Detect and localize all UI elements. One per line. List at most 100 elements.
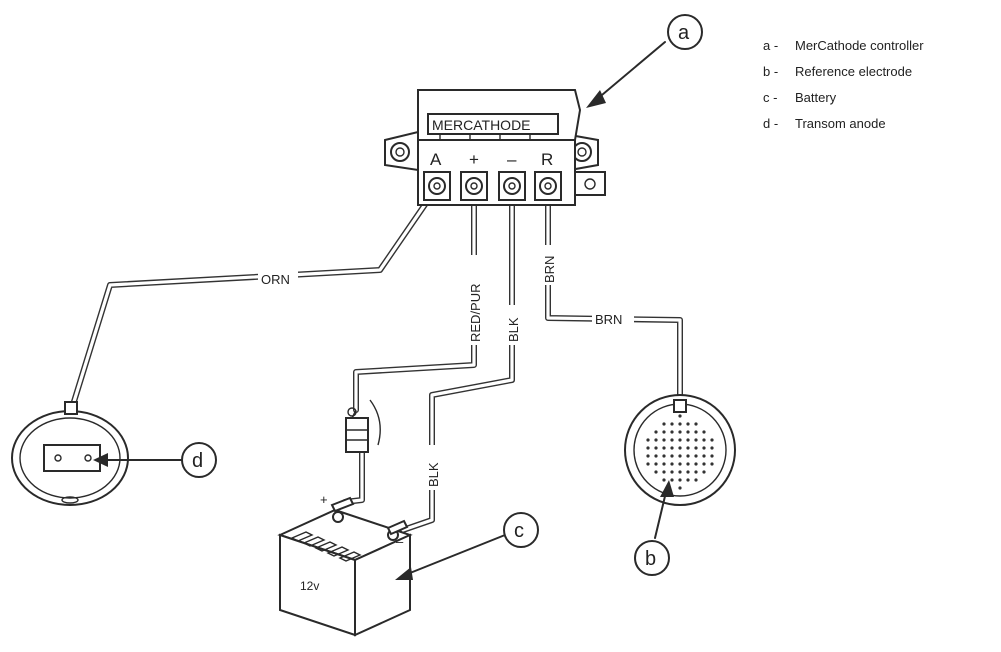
- electrode-dot: [654, 470, 658, 474]
- electrode-dot: [654, 462, 658, 466]
- electrode-dot: [646, 438, 650, 442]
- electrode-dot: [670, 478, 674, 482]
- electrode-dot: [694, 470, 698, 474]
- electrode-dot: [670, 470, 674, 474]
- electrode-dot: [678, 446, 682, 450]
- electrode-dot: [670, 430, 674, 434]
- electrode-dot: [662, 422, 666, 426]
- wire-label-red-pur: RED/PUR: [468, 283, 483, 342]
- wire-label-orn: ORN: [261, 272, 290, 287]
- electrode-dot: [694, 478, 698, 482]
- electrode-dot: [686, 478, 690, 482]
- electrode-dot: [702, 470, 706, 474]
- battery-voltage-label: 12v: [300, 579, 319, 593]
- electrode-dot: [678, 486, 682, 490]
- battery-negative-label: –: [396, 534, 404, 549]
- terminal-label-r: R: [541, 150, 553, 169]
- callout-a-label: a: [678, 22, 690, 44]
- wire-brn: [545, 197, 683, 408]
- terminal-label-a: A: [430, 150, 442, 169]
- electrode-dot: [678, 454, 682, 458]
- electrode-dot: [670, 422, 674, 426]
- electrode-dot: [662, 462, 666, 466]
- wire-red-pur: [342, 197, 477, 505]
- electrode-dot: [702, 462, 706, 466]
- electrode-dot: [702, 438, 706, 442]
- callout-c-label: c: [514, 520, 524, 542]
- electrode-dot: [694, 438, 698, 442]
- electrode-dot: [678, 430, 682, 434]
- electrode-dot: [670, 454, 674, 458]
- electrode-dot: [662, 438, 666, 442]
- electrode-dot: [686, 430, 690, 434]
- electrode-dot: [678, 422, 682, 426]
- electrode-dot: [670, 446, 674, 450]
- electrode-dot: [702, 446, 706, 450]
- wire-label-brn-horizontal: BRN: [595, 312, 622, 327]
- electrode-dot: [686, 422, 690, 426]
- callout-a: a: [586, 14, 703, 108]
- electrode-dot: [678, 478, 682, 482]
- wire-label-blk-lower: BLK: [426, 462, 441, 487]
- electrode-dot: [654, 454, 658, 458]
- electrode-dot: [710, 446, 714, 450]
- electrode-dot: [686, 470, 690, 474]
- electrode-dot: [670, 438, 674, 442]
- callout-c: c: [395, 512, 539, 580]
- electrode-dot: [678, 438, 682, 442]
- legend-text-d: Transom anode: [795, 116, 886, 131]
- electrode-dot: [694, 454, 698, 458]
- electrode-dot: [694, 462, 698, 466]
- electrode-dot: [710, 454, 714, 458]
- electrode-dot: [686, 454, 690, 458]
- electrode-dot: [678, 414, 682, 418]
- legend-key-b: b -: [763, 64, 778, 79]
- electrode-dots: [646, 414, 714, 490]
- legend-text-c: Battery: [795, 90, 837, 105]
- callout-d-label: d: [192, 450, 203, 472]
- legend: a - MerCathode controller b - Reference …: [763, 38, 924, 131]
- transom-anode: [11, 401, 129, 506]
- legend-key-d: d -: [763, 116, 778, 131]
- terminal-label-minus: –: [507, 150, 517, 169]
- electrode-dot: [670, 462, 674, 466]
- wire-label-brn-vertical: BRN: [542, 256, 557, 283]
- mercathode-controller: MERCATHODE A + – R: [384, 89, 606, 206]
- electrode-dot: [710, 438, 714, 442]
- electrode-dot: [654, 438, 658, 442]
- electrode-dot: [678, 462, 682, 466]
- electrode-dot: [654, 446, 658, 450]
- electrode-dot: [686, 438, 690, 442]
- electrode-dot: [662, 470, 666, 474]
- wire-orn: [69, 187, 438, 411]
- electrode-dot: [662, 454, 666, 458]
- legend-text-b: Reference electrode: [795, 64, 912, 79]
- electrode-dot: [694, 430, 698, 434]
- electrode-dot: [662, 478, 666, 482]
- electrode-dot: [654, 430, 658, 434]
- electrode-dot: [646, 446, 650, 450]
- electrode-dot: [686, 446, 690, 450]
- battery-positive-label: +: [320, 492, 328, 507]
- electrode-dot: [694, 446, 698, 450]
- electrode-dot: [678, 470, 682, 474]
- battery: + – 12v: [277, 492, 413, 637]
- callout-d: d: [93, 442, 217, 478]
- electrode-dot: [646, 454, 650, 458]
- electrode-dot: [646, 462, 650, 466]
- fuse-holder: [345, 399, 381, 453]
- wire-label-blk-upper: BLK: [506, 317, 521, 342]
- electrode-dot: [662, 446, 666, 450]
- electrode-dot: [702, 430, 706, 434]
- legend-text-a: MerCathode controller: [795, 38, 924, 53]
- electrode-dot: [662, 430, 666, 434]
- electrode-dot: [694, 422, 698, 426]
- reference-electrode: [624, 394, 736, 506]
- electrode-dot: [702, 454, 706, 458]
- legend-key-a: a -: [763, 38, 778, 53]
- terminal-label-plus: +: [469, 150, 479, 169]
- callout-b: b: [634, 480, 674, 576]
- electrode-dot: [686, 462, 690, 466]
- controller-label: MERCATHODE: [432, 117, 531, 133]
